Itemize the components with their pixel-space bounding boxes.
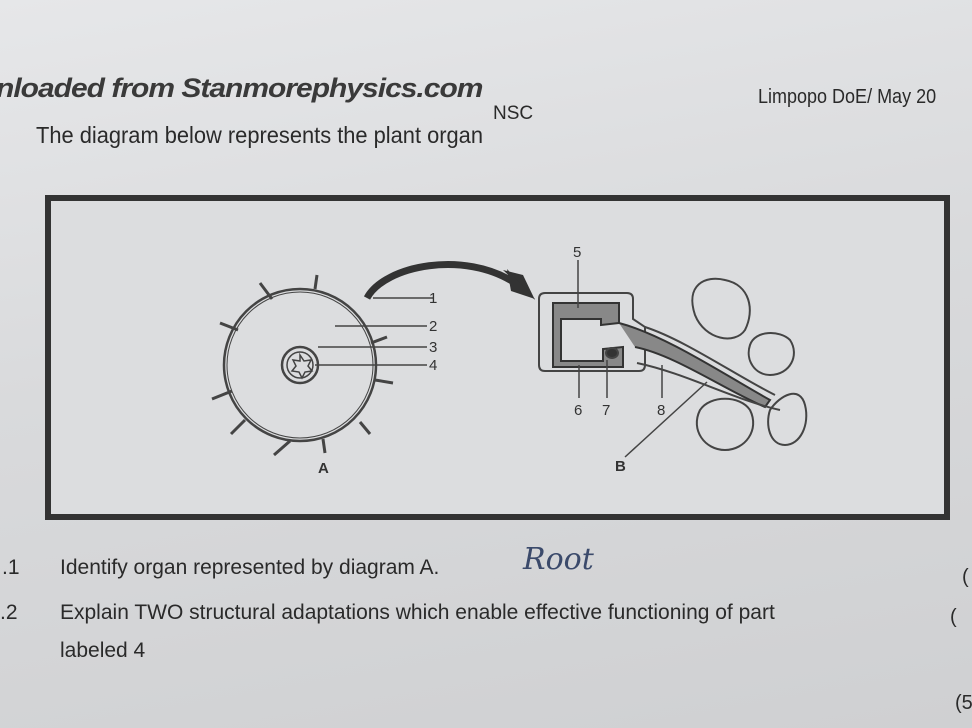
question-1-mark: ( [962,566,969,588]
soil-particle [747,332,795,377]
nucleus [605,347,619,359]
diagram-b [538,260,808,458]
diagram-box: 1 2 3 4 A 5 6 7 8 B [45,195,950,520]
vascular-inner-ring [286,351,314,379]
diagram-a [211,274,433,457]
root-hair-wall-upper [644,326,776,396]
header-nsc: NSC [493,103,534,124]
label-1: 1 [429,290,437,307]
root-hair-wall-lower [636,362,781,411]
total-mark: (5 [955,692,972,714]
arrow-head-icon [507,269,535,299]
arrow-curve [363,261,517,300]
root-hairs [211,274,394,457]
soil-particle [767,392,808,447]
question-2-text-continued: labeled 4 [60,639,146,662]
xylem-star [290,352,314,380]
caption-b: B [615,458,626,475]
question-1-text: Identify organ represented by diagram A. [60,556,440,579]
label-6: 6 [574,402,582,419]
caption-a: A [318,460,329,477]
question-2-number: .2 [0,601,18,624]
question-1-number: .1 [2,556,20,579]
intro-text: The diagram below represents the plant o… [36,122,483,148]
question-1-handwritten-answer: Root [523,542,594,577]
label-lines-b [577,260,708,458]
root-diagram: 1 2 3 4 A 5 6 7 8 B [45,195,950,520]
root-hair-cell-outline [538,292,646,372]
diagram-border [45,195,950,520]
label-8: 8 [657,402,665,419]
label-2: 2 [429,318,437,335]
label-4: 4 [429,357,437,374]
label-lines [315,297,433,366]
label-3: 3 [429,339,437,356]
question-2-mark: ( [950,606,957,628]
soil-particle [695,397,755,452]
soil-particle [691,277,751,340]
question-2-text: Explain TWO structural adaptations which… [60,601,775,624]
label-7: 7 [602,402,610,419]
root-hair-extension [618,322,772,409]
watermark-text: nloaded from Stanmorephysics.com [0,73,483,104]
label-5: 5 [573,244,581,261]
header-source: Limpopo DoE/ May 20 [758,86,937,108]
